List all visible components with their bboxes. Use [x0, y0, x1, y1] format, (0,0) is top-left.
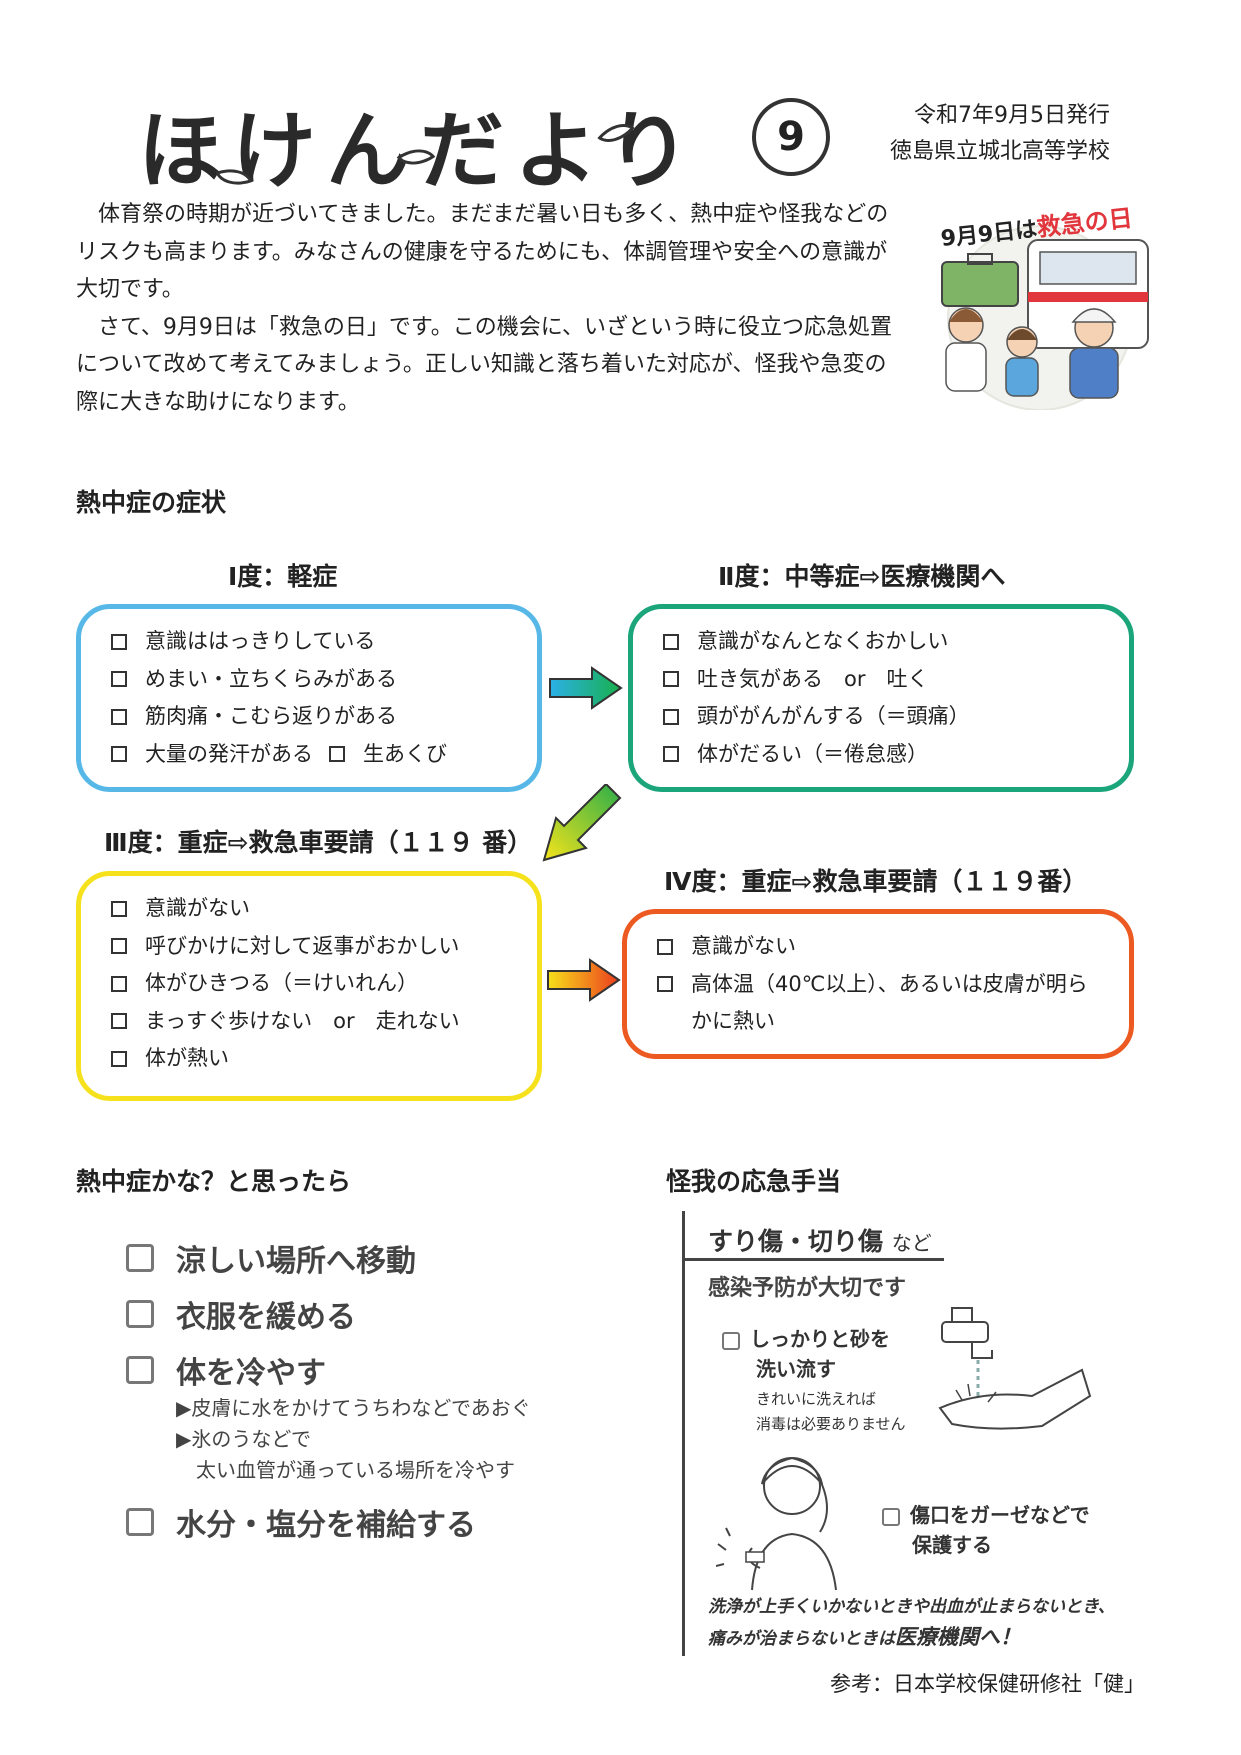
checkbox-icon[interactable]	[126, 1244, 154, 1272]
action-item: 水分・塩分を補給する	[126, 1500, 476, 1544]
issue-meta: 令和7年9月5日発行 徳島県立城北高等学校	[890, 98, 1110, 170]
checkbox-icon[interactable]	[329, 746, 345, 763]
checkbox-icon[interactable]	[663, 671, 679, 688]
arrow-right-icon	[547, 958, 621, 1002]
checklist-item: 体が熱い	[111, 1040, 507, 1078]
checkbox-icon[interactable]	[111, 938, 127, 955]
injury-warning: 洗浄が上手くいかないときや出血が止まらないとき、 痛みが治まらないときは医療機関…	[708, 1597, 1115, 1649]
checkbox-icon[interactable]	[657, 975, 673, 992]
divider	[682, 1258, 944, 1261]
cooling-notes: ▶皮膚に水をかけてうちわなどであおぐ ▶氷のうなどで 太い血管が通っている場所を…	[176, 1393, 531, 1486]
cooling-note: 太い血管が通っている場所を冷やす	[196, 1458, 515, 1482]
injury-check-wash: しっかりと砂を 洗い流す	[722, 1324, 890, 1384]
checklist-item: 吐き気がある or 吐く	[663, 661, 1099, 699]
arrow-down-left-icon	[542, 784, 622, 862]
stage1-box: 意識ははっきりしている めまい・立ちくらみがある 筋肉痛・こむら返りがある 大量…	[76, 604, 542, 792]
checklist-item: 筋肉痛・こむら返りがある	[111, 698, 507, 736]
intro-paragraph: 体育祭の時期が近づいてきました。まだまだ暑い日も多く、熱中症や怪我などのリスクも…	[76, 202, 889, 302]
checkbox-icon[interactable]	[111, 900, 127, 917]
checkbox-icon[interactable]	[882, 1507, 900, 1526]
stage4-box: 意識がない 高体温（40℃以上）、あるいは皮膚が明らかに熱い	[622, 909, 1134, 1059]
checkbox-icon[interactable]	[111, 633, 127, 650]
action-item: 涼しい場所へ移動	[126, 1236, 416, 1280]
checkbox-icon[interactable]	[111, 746, 127, 763]
newsletter-title: ほけんだより	[138, 84, 700, 205]
cooling-note: ▶皮膚に水をかけてうちわなどであおぐ	[176, 1396, 531, 1420]
woman-illustration	[716, 1456, 837, 1591]
checkbox-icon[interactable]	[126, 1300, 154, 1328]
checklist-item: 呼びかけに対して返事がおかしい	[111, 928, 507, 966]
checkbox-icon[interactable]	[111, 975, 127, 992]
injury-heading: 怪我の応急手当	[666, 1167, 842, 1196]
issue-number-badge: 9	[752, 98, 830, 176]
symptoms-heading: 熱中症の症状	[76, 488, 227, 517]
checklist-item: 意識がなんとなくおかしい	[663, 623, 1099, 661]
checklist-item: 頭ががんがんする（＝頭痛）	[663, 698, 1099, 736]
checklist-item: 意識ははっきりしている	[111, 623, 507, 661]
cooling-note: ▶氷のうなどで	[176, 1427, 311, 1451]
injury-check-gauze: 傷口をガーゼなどで 保護する	[882, 1500, 1090, 1560]
divider	[682, 1211, 685, 1656]
injury-title: すり傷・切り傷 など	[708, 1227, 932, 1256]
checkbox-icon[interactable]	[111, 708, 127, 725]
arrow-right-icon	[549, 666, 623, 710]
checkbox-icon[interactable]	[663, 633, 679, 650]
checkbox-icon[interactable]	[126, 1356, 154, 1384]
school-name: 徳島県立城北高等学校	[890, 139, 1111, 164]
checklist-item: 意識がない	[657, 928, 1099, 966]
intro-paragraph: さて、9月9日は「救急の日」です。この機会に、いざという時に役立つ応急処置につい…	[76, 314, 893, 415]
warning-emphasis: 医療機関へ！	[895, 1625, 1021, 1649]
stage2-box: 意識がなんとなくおかしい 吐き気がある or 吐く 頭ががんがんする（＝頭痛） …	[628, 604, 1134, 792]
intro-text: 体育祭の時期が近づいてきました。まだまだ暑い日も多く、熱中症や怪我などのリスクも…	[76, 196, 896, 421]
checkbox-icon[interactable]	[663, 708, 679, 725]
checklist-item: 大量の発汗がある生あくび	[111, 736, 507, 774]
source-credit: 参考：日本学校保健研修社「健」	[830, 1672, 1145, 1696]
checkbox-icon[interactable]	[126, 1508, 154, 1536]
checkbox-icon[interactable]	[111, 1050, 127, 1067]
injury-subtitle: 感染予防が大切です	[708, 1276, 907, 1301]
checklist-item: 高体温（40℃以上）、あるいは皮膚が明らかに熱い	[657, 966, 1099, 1041]
stage4-title: Ⅳ度：重症⇨救急車要請（１１９番）	[664, 867, 1088, 896]
issue-date: 令和7年9月5日発行	[914, 103, 1111, 128]
checkbox-icon[interactable]	[111, 671, 127, 688]
checkbox-icon[interactable]	[111, 1013, 127, 1030]
checklist-item: めまい・立ちくらみがある	[111, 661, 507, 699]
heatstroke-actions-heading: 熱中症かな？と思ったら	[76, 1167, 352, 1196]
checklist-item: まっすぐ歩けない or 走れない	[111, 1003, 507, 1041]
checklist-item: 体がひきつる（＝けいれん）	[111, 965, 507, 1003]
emergency-day-illustration: 9月9日は救急の日	[920, 200, 1160, 411]
checkbox-icon[interactable]	[722, 1331, 740, 1350]
stage1-title: Ⅰ度：軽症	[228, 562, 338, 591]
checkbox-icon[interactable]	[663, 746, 679, 763]
checkbox-icon[interactable]	[657, 938, 673, 955]
stage2-title: Ⅱ度：中等症⇨医療機関へ	[718, 562, 1006, 591]
checklist-item: 意識がない	[111, 890, 507, 928]
injury-note: きれいに洗えれば 消毒は必要ありません	[756, 1390, 906, 1433]
action-item: 体を冷やす	[126, 1348, 326, 1392]
action-item: 衣服を緩める	[126, 1292, 356, 1336]
faucet-illustration	[938, 1307, 1092, 1430]
checklist-item: 体がだるい（＝倦怠感）	[663, 736, 1099, 774]
stage3-box: 意識がない 呼びかけに対して返事がおかしい 体がひきつる（＝けいれん） まっすぐ…	[76, 871, 542, 1101]
stage3-title: Ⅲ度：重症⇨救急車要請（１１９ 番）	[104, 828, 533, 857]
